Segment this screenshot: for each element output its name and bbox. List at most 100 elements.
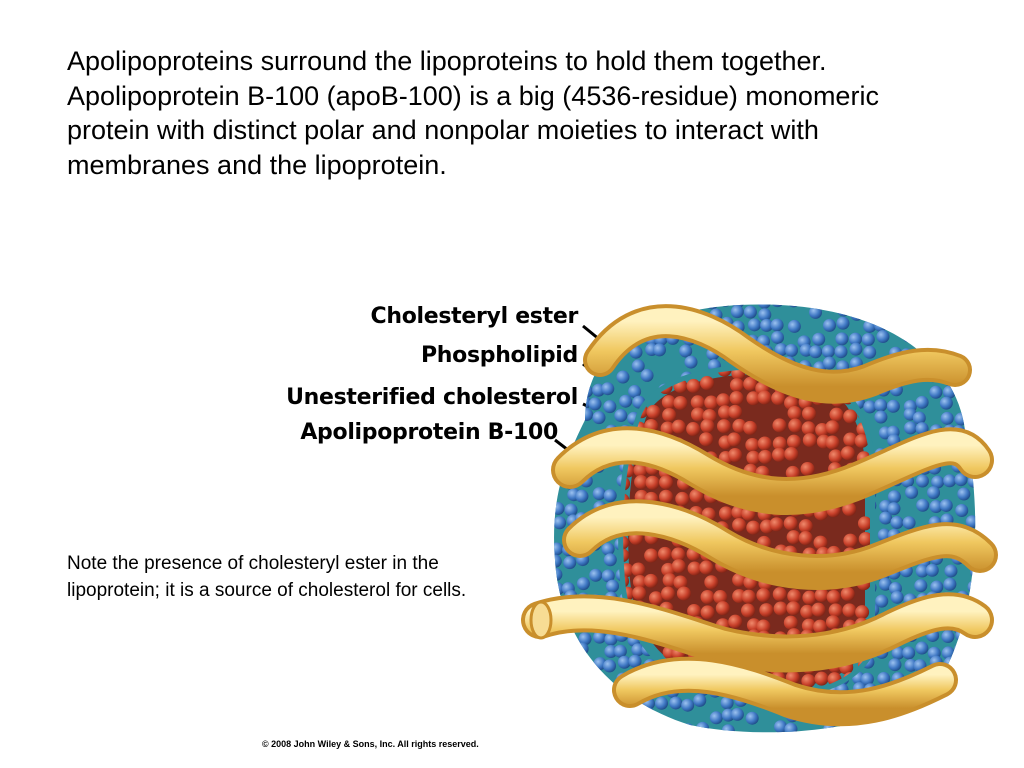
label-unesterified-cholesterol: Unesterified cholesterol — [286, 385, 578, 410]
cholesteryl-ester-molecule — [699, 432, 714, 447]
phospholipid-head — [930, 580, 944, 594]
phospholipid-head — [564, 308, 578, 322]
phospholipid-head — [849, 304, 863, 307]
phospholipid-head — [628, 385, 642, 399]
phospholipid-head — [730, 305, 744, 319]
phospholipid-head — [811, 291, 824, 304]
phospholipid-head — [918, 304, 932, 309]
phospholipid-head — [983, 634, 996, 647]
phospholipid-head — [801, 733, 814, 746]
cholesteryl-ester-molecule — [843, 432, 858, 447]
cholesteryl-ester-molecule — [801, 421, 816, 436]
phospholipid-head — [863, 400, 877, 414]
cholesteryl-ester-molecule — [700, 605, 715, 620]
phospholipid-head — [565, 321, 579, 335]
phospholipid-head — [784, 722, 798, 733]
phospholipid-head — [540, 671, 553, 684]
cholesteryl-ester-molecule — [632, 586, 647, 601]
phospholipid-head — [603, 400, 617, 414]
phospholipid-head — [952, 695, 966, 709]
cholesteryl-ester-molecule — [659, 489, 674, 504]
phospholipid-head — [787, 319, 801, 333]
phospholipid-head — [593, 630, 607, 644]
phospholipid-head — [967, 710, 976, 724]
phospholipid-head — [601, 569, 615, 583]
phospholipid-head — [641, 707, 655, 721]
phospholipid-head — [874, 398, 888, 412]
phospholipid-head — [681, 723, 695, 733]
phospholipid-head — [718, 304, 732, 307]
phospholipid-head — [944, 564, 958, 578]
cholesteryl-ester-molecule — [623, 574, 630, 589]
phospholipid-head — [821, 344, 835, 358]
phospholipid-head — [554, 501, 565, 515]
phospholipid-head — [942, 385, 956, 399]
cholesteryl-ester-molecule — [623, 535, 630, 550]
cholesteryl-ester-molecule — [828, 603, 843, 618]
cholesteryl-ester-molecule — [623, 548, 630, 563]
cholesteryl-ester-molecule — [759, 603, 774, 618]
cholesteryl-ester-molecule — [644, 548, 659, 563]
phospholipid-head — [554, 355, 563, 369]
phospholipid-head — [943, 577, 957, 591]
phospholipid-head — [577, 304, 591, 318]
cholesteryl-ester-molecule — [840, 446, 855, 461]
phospholipid-head — [863, 345, 877, 359]
phospholipid-head — [965, 515, 976, 529]
phospholipid-head — [826, 734, 839, 747]
cholesteryl-ester-molecule — [746, 391, 761, 406]
phospholipid-head — [589, 568, 603, 582]
cholesteryl-ester-molecule — [673, 575, 688, 590]
phospholipid-head — [875, 594, 889, 608]
phospholipid-head — [967, 580, 976, 594]
phospholipid-head — [538, 356, 551, 369]
cholesteryl-ester-molecule — [671, 559, 686, 574]
phospholipid-head — [836, 316, 850, 330]
phospholipid-head — [630, 708, 644, 722]
phospholipid-head — [980, 317, 993, 330]
phospholipid-head — [718, 736, 731, 749]
phospholipid-head — [602, 696, 616, 710]
phospholipid-head — [866, 307, 880, 321]
phospholipid-head — [613, 644, 627, 658]
phospholipid-head — [592, 680, 606, 694]
cholesteryl-ester-molecule — [728, 614, 743, 629]
phospholipid-head — [941, 630, 955, 644]
phospholipid-head — [554, 647, 555, 661]
phospholipid-head — [876, 304, 890, 306]
phospholipid-head — [902, 329, 916, 343]
cholesteryl-ester-molecule — [645, 475, 660, 490]
phospholipid-head — [721, 724, 735, 733]
label-phospholipid: Phospholipid — [420, 343, 578, 368]
phospholipid-head — [554, 554, 562, 568]
cholesteryl-ester-molecule — [643, 573, 658, 588]
phospholipid-head — [774, 720, 788, 733]
phospholipid-head — [954, 473, 968, 487]
phospholipid-head — [966, 695, 976, 709]
copyright-notice: © 2008 John Wiley & Sons, Inc. All right… — [262, 739, 479, 749]
phospholipid-head — [654, 723, 668, 733]
cholesteryl-ester-molecule — [813, 535, 828, 550]
phospholipid-head — [536, 552, 549, 565]
phospholipid-head — [603, 489, 617, 503]
cholesteryl-ester-molecule — [771, 391, 786, 406]
phospholipid-head — [917, 316, 931, 330]
cholesteryl-ester-molecule — [715, 601, 730, 616]
phospholipid-head — [838, 304, 852, 308]
phospholipid-head — [537, 478, 550, 491]
cholesteryl-ester-molecule — [773, 601, 788, 616]
cholesteryl-ester-molecule — [689, 488, 704, 503]
cholesteryl-ester-molecule — [757, 436, 772, 451]
cholesteryl-ester-molecule — [772, 447, 787, 462]
phospholipid-head — [614, 304, 628, 308]
phospholipid-head — [564, 670, 578, 684]
phospholipid-head — [952, 709, 966, 723]
phospholipid-head — [539, 291, 552, 304]
cholesteryl-ester-molecule — [718, 405, 733, 420]
phospholipid-head — [554, 425, 563, 439]
cholesteryl-ester-molecule — [842, 502, 857, 517]
cholesteryl-ester-molecule — [825, 420, 840, 435]
phospholipid-head — [982, 514, 995, 527]
phospholipid-head — [617, 655, 631, 669]
cholesteryl-ester-molecule — [732, 418, 747, 433]
